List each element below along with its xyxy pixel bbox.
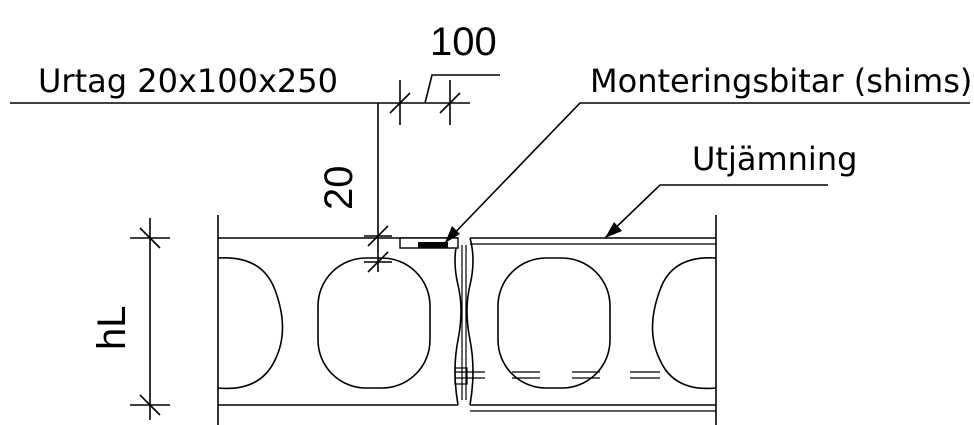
shims-leader	[444, 102, 588, 244]
dim-20-tick-bottom	[367, 251, 389, 273]
utjamning-label: Utjämning	[692, 140, 857, 178]
dim-100-tick-left	[389, 92, 411, 114]
shims-block	[418, 242, 448, 248]
dim-100-tick-right	[439, 92, 461, 114]
right-slab-core-1	[497, 257, 611, 389]
dim-100-label: 100	[430, 20, 497, 64]
dim-20-tick-top	[367, 225, 389, 247]
shims-arrowhead	[445, 226, 460, 243]
joint-left-wall	[454, 237, 462, 406]
utjamning-leader	[604, 184, 828, 239]
dim-100-leader	[424, 74, 500, 104]
shims-label: Monteringsbitar (shims)	[590, 62, 972, 100]
strands	[454, 367, 660, 385]
joint-right-wall	[466, 237, 474, 406]
utjamning-arrowhead	[605, 222, 622, 238]
dim-20-label: 20	[317, 166, 361, 211]
dim-hL-label: hL	[90, 306, 134, 351]
left-slab-core	[317, 257, 431, 389]
right-slab-core-partial	[651, 257, 717, 390]
urtag-label: Urtag 20x100x250	[38, 62, 338, 100]
left-slab-core-partial	[217, 257, 284, 390]
dim-hL-tick-bottom	[139, 394, 161, 416]
dim-hL-tick-top	[139, 227, 161, 249]
